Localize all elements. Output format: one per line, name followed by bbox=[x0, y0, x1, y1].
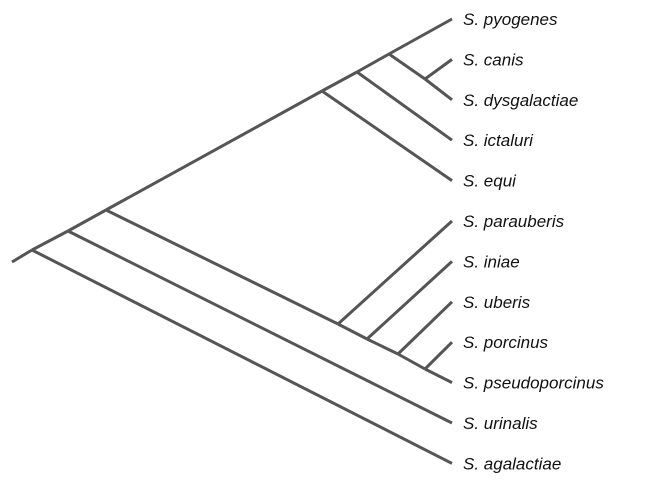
tip-label-s-urinalis: S. urinalis bbox=[463, 414, 538, 433]
root-branch bbox=[11, 248, 33, 264]
branch-s-equi bbox=[321, 89, 453, 182]
branch-s-dysgalactiae bbox=[424, 77, 453, 101]
internal-branch-n10 bbox=[366, 337, 399, 356]
branch-s-urinalis bbox=[67, 229, 453, 425]
tip-label-s-iniae: S. iniae bbox=[463, 252, 520, 271]
tip-label-s-pyogenes: S. pyogenes bbox=[463, 10, 558, 29]
tip-label-s-equi: S. equi bbox=[463, 172, 517, 191]
branch-s-pyogenes bbox=[388, 17, 453, 56]
tip-label-s-pseudoporcinus: S. pseudoporcinus bbox=[463, 374, 604, 393]
internal-branch-n5 bbox=[321, 70, 358, 93]
internal-branch-n8 bbox=[105, 208, 339, 326]
tip-label-s-ictaluri: S. ictaluri bbox=[463, 131, 534, 150]
internal-branch-n9 bbox=[337, 322, 368, 341]
tip-label-s-dysgalactiae: S. dysgalactiae bbox=[463, 91, 578, 110]
branch-s-parauberis bbox=[336, 219, 454, 326]
tip-labels: S. pyogenes S. canis S. dysgalactiae S. … bbox=[463, 10, 604, 473]
branch-s-porcinus bbox=[423, 341, 454, 371]
branch-s-agalactiae bbox=[31, 248, 453, 465]
branch-s-iniae bbox=[365, 260, 454, 341]
internal-branch-n3 bbox=[67, 208, 107, 233]
tip-label-s-uberis: S. uberis bbox=[463, 293, 531, 312]
tip-label-s-porcinus: S. porcinus bbox=[463, 333, 549, 352]
internal-branch-n6 bbox=[356, 52, 390, 74]
internal-branch-n7 bbox=[388, 52, 426, 81]
branch-s-canis bbox=[424, 58, 453, 81]
internal-branch-n4 bbox=[105, 89, 323, 212]
tip-label-s-agalactiae: S. agalactiae bbox=[463, 454, 561, 473]
internal-branch-n2 bbox=[31, 229, 69, 252]
tree-branches bbox=[11, 17, 454, 465]
branch-s-pseudoporcinus bbox=[424, 367, 453, 384]
branch-s-ictaluri bbox=[356, 70, 453, 142]
branch-s-uberis bbox=[396, 300, 454, 356]
tip-label-s-canis: S. canis bbox=[463, 50, 524, 69]
tip-label-s-parauberis: S. parauberis bbox=[463, 212, 565, 231]
internal-branch-n11 bbox=[397, 352, 426, 371]
